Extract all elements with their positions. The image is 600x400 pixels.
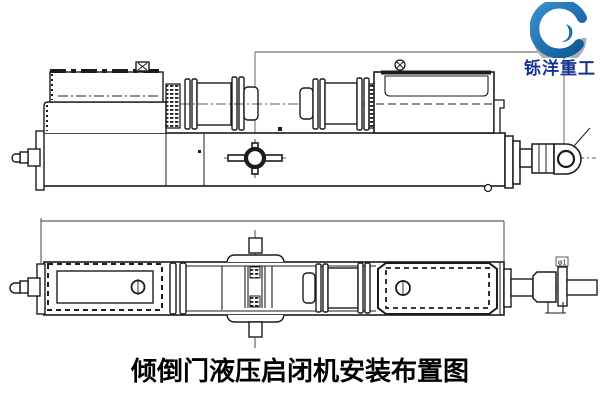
rod-end-clevis [504, 127, 591, 189]
rod-end-plan [499, 262, 598, 315]
rod-diameter-label: φ1 [558, 260, 567, 267]
logo-swirl-icon [530, 2, 587, 58]
eye-hole [556, 149, 576, 169]
rod-diameter-dimension: φ1 [555, 256, 569, 267]
piston-rod-left-plan [9, 277, 41, 297]
bolted-cover-left [47, 263, 163, 311]
company-logo: 铄洋重工 [518, 2, 600, 78]
cylinder-head-block [221, 266, 273, 310]
bolted-cover-right [377, 262, 498, 315]
plan-view: φ1 [9, 218, 598, 348]
cross-port-fitting [224, 139, 286, 178]
flange-striped-left [165, 83, 181, 129]
trunnion-mount [226, 237, 285, 338]
dimension-line [40, 218, 505, 263]
leader-line [573, 127, 591, 147]
drain-bolt [483, 183, 493, 193]
side-elevation-view [11, 51, 596, 193]
engineering-drawing: φ1 [9, 51, 598, 348]
oil-tank-left [43, 61, 167, 133]
tank-bracket [493, 99, 505, 134]
motor-plan [302, 262, 371, 314]
piston-rod-left [11, 148, 41, 167]
motor-left [184, 76, 259, 131]
motor-right [299, 77, 370, 131]
drawing-caption: 倾倒门液压启闭机安装布置图 [130, 356, 469, 386]
oil-tank-right [373, 59, 505, 134]
logo-text: 铄洋重工 [524, 59, 596, 78]
